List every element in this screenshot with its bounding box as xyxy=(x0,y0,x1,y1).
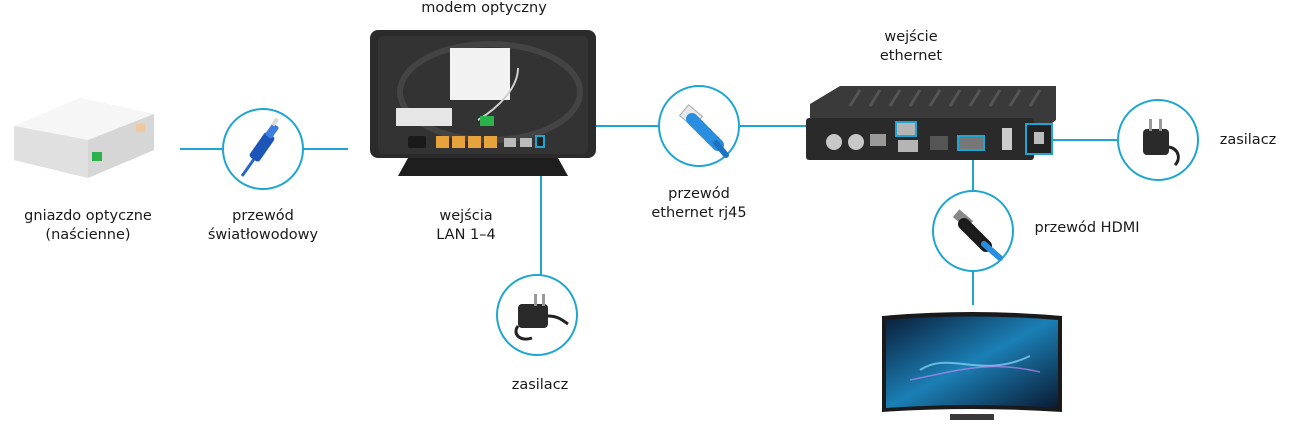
label-eth-input-line2: ethernet xyxy=(879,48,943,64)
label-psu-stb: zasilacz xyxy=(1208,131,1288,150)
label-ethernet-cable: przewód ethernet rj45 xyxy=(624,185,774,223)
label-ethernet-line2: ethernet rj45 xyxy=(651,205,747,221)
green-port xyxy=(92,152,102,161)
label-lan-ports: wejścia LAN 1–4 xyxy=(416,207,516,245)
power-adapter-icon xyxy=(514,294,569,341)
fiber-connector-icon xyxy=(240,117,279,177)
hdmi-plug-icon xyxy=(952,209,1003,261)
label-socket-line2: (naścienne) xyxy=(45,227,131,243)
label-psu-stb-text: zasilacz xyxy=(1219,132,1277,148)
label-psu-modem: zasilacz xyxy=(490,376,590,395)
label-ethernet-input: wejście ethernet xyxy=(856,28,966,66)
label-fiber-cable: przewód światłowodowy xyxy=(198,207,328,245)
label-psu-modem-text: zasilacz xyxy=(511,377,569,393)
tv-screen xyxy=(886,316,1058,408)
label-socket-line1: gniazdo optyczne xyxy=(24,208,152,224)
label-fiber-line1: przewód xyxy=(232,208,294,224)
label-fiber-line2: światłowodowy xyxy=(207,227,319,243)
label-hdmi-text: przewód HDMI xyxy=(1034,220,1140,236)
power-adapter-icon xyxy=(1143,119,1180,167)
ethernet-cable-circle xyxy=(658,85,740,167)
tv-image xyxy=(880,310,1064,422)
rj45-plug-icon xyxy=(678,104,729,158)
label-socket: gniazdo optyczne (naścienne) xyxy=(8,207,168,245)
label-lan-line2: LAN 1–4 xyxy=(436,227,496,243)
label-modem-text: modem optyczny xyxy=(421,0,547,16)
label-modem: modem optyczny xyxy=(404,0,564,18)
set-top-box-image xyxy=(800,84,1062,164)
label-eth-input-line1: wejście xyxy=(884,29,938,45)
label-ethernet-line1: przewód xyxy=(668,186,730,202)
optical-socket-image xyxy=(8,94,158,182)
hdmi-cable-circle xyxy=(932,190,1014,272)
fiber-cable-circle xyxy=(222,108,304,190)
label-hdmi-cable: przewód HDMI xyxy=(1022,219,1152,238)
psu-stb-circle xyxy=(1117,99,1199,181)
modem-sticker xyxy=(450,48,510,100)
psu-modem-circle xyxy=(496,274,578,356)
label-lan-line1: wejścia xyxy=(439,208,493,224)
modem-image xyxy=(368,28,600,180)
